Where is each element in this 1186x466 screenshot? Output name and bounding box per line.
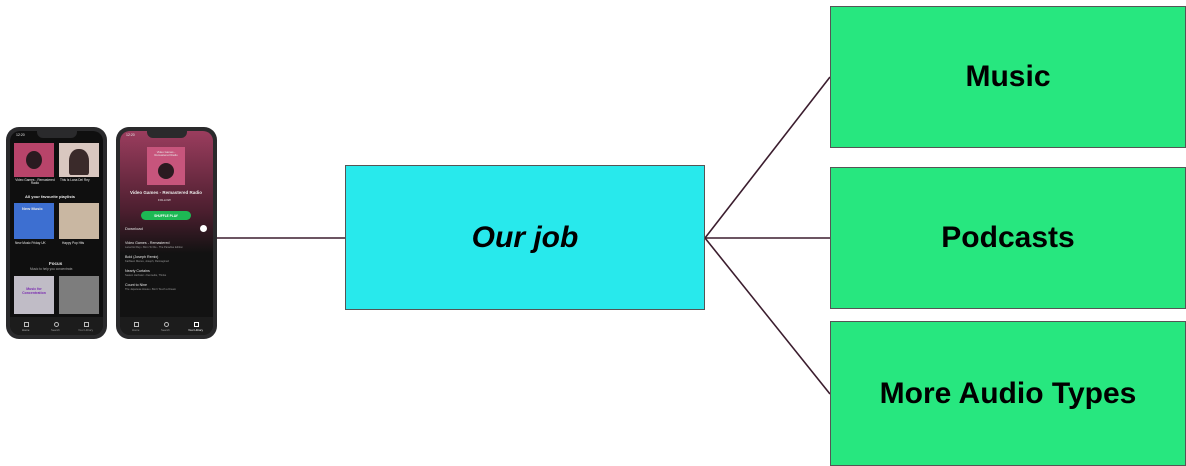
focus-cover[interactable]	[59, 276, 99, 314]
podcasts-label: Podcasts	[941, 221, 1075, 254]
tab-library-label[interactable]: Your Library	[188, 328, 203, 333]
podcasts-box: Podcasts	[830, 167, 1186, 309]
shuffle-play-button[interactable]: SHUFFLE PLAY	[141, 211, 191, 220]
download-label: Download	[125, 226, 143, 231]
phone-screen-home: 12:20 Video Games - Remastered Radio Thi…	[10, 131, 103, 335]
status-time: 12:20	[126, 133, 135, 137]
home-icon[interactable]	[24, 322, 29, 327]
lana-title: This Is Lana Del Rey	[60, 178, 90, 182]
caption-happy-pop: Happy Pop Hits	[62, 241, 85, 245]
concentration-tile-label: Music for Concentration	[22, 287, 46, 295]
tab-search-label[interactable]: Search	[51, 328, 60, 333]
phone-notch	[146, 131, 187, 138]
playlist-title: Video Games - Remastered Radio	[130, 190, 202, 195]
track-1-title[interactable]: Video Games - Remastered	[125, 241, 170, 245]
concentration-cover[interactable]: Music for Concentration	[14, 276, 54, 314]
library-icon[interactable]	[194, 322, 199, 327]
phone-mockup-home: 12:20 Video Games - Remastered Radio Thi…	[6, 127, 107, 339]
status-time: 12:20	[16, 133, 25, 137]
search-icon[interactable]	[54, 322, 59, 327]
cover-title: Video Games - Remastered Radio	[154, 150, 178, 157]
our-job-box: Our job	[345, 165, 705, 310]
tab-library-label[interactable]: Your Library	[78, 328, 93, 333]
music-label: Music	[965, 60, 1051, 93]
connector-center-to-audio	[704, 237, 831, 395]
track-3-title[interactable]: Nearly Curtains	[125, 269, 150, 273]
happy-pop-cover[interactable]	[59, 203, 99, 239]
track-1-artist: Lana Del Rey • Born To Die - The Paradis…	[125, 246, 183, 249]
more-audio-types-box: More Audio Types	[830, 321, 1186, 466]
connector-center-to-music	[704, 76, 831, 239]
new-music-tile-label: New Music	[22, 206, 43, 211]
phone-screen-playlist: 12:20 Video Games - Remastered Radio Vid…	[120, 131, 213, 335]
focus-subtitle: Music to help you concentrate.	[30, 267, 74, 271]
search-icon[interactable]	[164, 322, 169, 327]
tab-bar: Home Search Your Library	[120, 317, 213, 335]
music-box: Music	[830, 6, 1186, 148]
tab-bar: Home Search Your Library	[10, 317, 103, 335]
focus-heading: Focus	[49, 261, 63, 266]
track-2-title[interactable]: Bold (Joseph Remix)	[125, 255, 159, 259]
track-4-title[interactable]: Count to Nine	[125, 283, 147, 287]
track-2-artist: Kathleen Menes, Joseph, Reimagined	[125, 260, 169, 263]
tab-home-label[interactable]: Home	[22, 328, 30, 333]
library-icon[interactable]	[84, 322, 89, 327]
playlists-heading: All your favourite playlists	[25, 194, 76, 199]
more-audio-types-label: More Audio Types	[879, 376, 1137, 410]
home-icon[interactable]	[134, 322, 139, 327]
tab-home-label[interactable]: Home	[132, 328, 140, 333]
phone-mockup-playlist: 12:20 Video Games - Remastered Radio Vid…	[116, 127, 217, 339]
playlist-cover: Video Games - Remastered Radio	[147, 147, 185, 185]
our-job-label: Our job	[471, 220, 579, 254]
shuffle-play-label: SHUFFLE PLAY	[154, 213, 178, 218]
tab-search-label[interactable]: Search	[161, 328, 170, 333]
radio-cover	[14, 143, 54, 177]
phone-notch	[36, 131, 77, 138]
caption-new-music-friday: New Music Friday UK	[15, 241, 46, 245]
lana-cover	[59, 143, 99, 177]
track-4-artist: The Japanese House • Bon't Touch a Dream	[125, 288, 177, 291]
radio-title: Video Games - Remastered Radio	[15, 178, 55, 186]
track-3-artist: Seaton Herbster • Kennedie, Thinks	[125, 274, 167, 277]
new-music-cover[interactable]: New Music	[14, 203, 54, 239]
download-toggle[interactable]	[200, 225, 207, 232]
follow-label[interactable]: FOLLOW	[158, 198, 171, 202]
